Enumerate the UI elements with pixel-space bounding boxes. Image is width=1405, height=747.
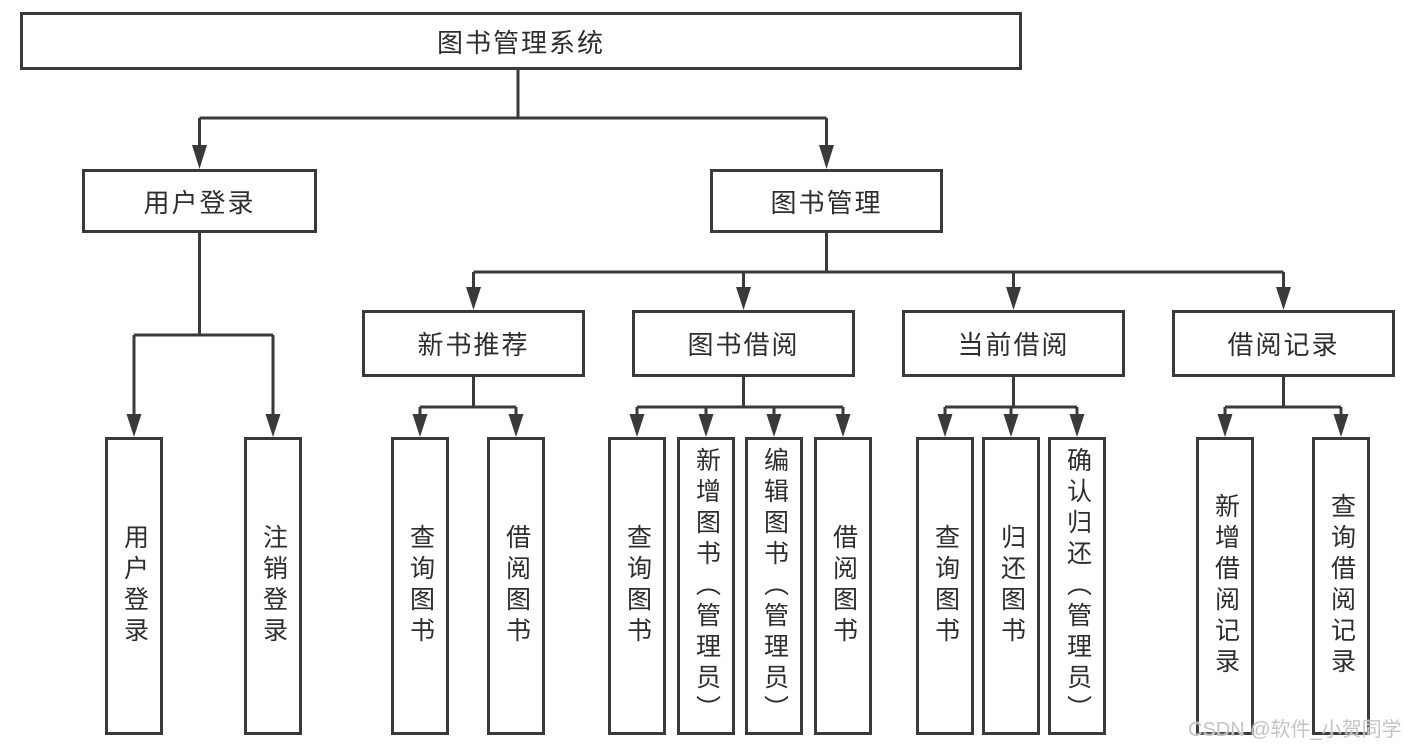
node-label: 确认归还（管理员） [1063, 446, 1092, 726]
leaf-query-borrow-record: 查询借阅记录 [1312, 437, 1370, 735]
node-label: 查询借阅记录 [1327, 493, 1356, 679]
leaf-borrow-book: 借阅图书 [814, 437, 872, 735]
arrowhead-icon [466, 287, 481, 310]
arrowhead-icon [265, 414, 281, 437]
node-user-login: 用户登录 [82, 169, 317, 233]
leaf-logout: 注销登录 [244, 437, 302, 735]
node-label: 新增图书（管理员） [692, 446, 721, 726]
node-book-borrow: 图书借阅 [632, 310, 855, 377]
node-label: 当前借阅 [957, 330, 1070, 360]
leaf-query-book-recommend: 查询图书 [391, 437, 449, 735]
node-label: 借阅记录 [1227, 330, 1340, 360]
arrowhead-icon [1069, 414, 1085, 437]
node-label: 图书借阅 [687, 330, 800, 360]
node-label: 注销登录 [259, 524, 288, 648]
arrowhead-icon [766, 414, 782, 437]
connector-book-mgmt-to-level3 [472, 233, 1285, 289]
node-label: 用户登录 [120, 524, 149, 648]
node-label: 借阅图书 [502, 524, 531, 648]
node-label: 查询图书 [623, 524, 652, 648]
node-label: 查询图书 [406, 524, 435, 648]
arrowhead-icon [1276, 287, 1291, 310]
arrowhead-icon [412, 414, 428, 437]
leaf-edit-book-admin: 编辑图书（管理员） [745, 437, 803, 735]
leaf-return-book: 归还图书 [982, 437, 1040, 735]
leaf-add-book-admin: 新增图书（管理员） [677, 437, 735, 735]
leaf-add-borrow-record: 新增借阅记录 [1196, 437, 1254, 735]
arrowhead-icon [192, 145, 207, 169]
node-label: 编辑图书（管理员） [760, 446, 789, 726]
leaf-confirm-return-admin: 确认归还（管理员） [1048, 437, 1106, 735]
node-label: 用户登录 [143, 187, 256, 218]
arrowhead-icon [835, 414, 851, 437]
arrowhead-icon [736, 287, 751, 310]
arrowhead-icon [126, 414, 142, 437]
leaf-query-book-current: 查询图书 [916, 437, 974, 735]
arrowhead-icon [819, 145, 834, 169]
arrowhead-icon [698, 414, 714, 437]
node-borrow-record: 借阅记录 [1172, 310, 1395, 377]
node-label: 图书管理系统 [436, 27, 605, 58]
leaf-user-login: 用户登录 [105, 437, 163, 735]
connector-root-to-level2 [198, 70, 828, 148]
connector-new-book-rec-to-leaves [418, 377, 518, 416]
connector-user-login-to-leaves [132, 233, 275, 416]
leaf-borrow-book-recommend: 借阅图书 [487, 437, 545, 735]
node-label: 新书推荐 [417, 330, 530, 360]
node-label: 归还图书 [997, 524, 1026, 648]
arrowhead-icon [508, 414, 524, 437]
arrowhead-icon [629, 414, 645, 437]
node-library-management-system: 图书管理系统 [20, 12, 1022, 70]
arrowhead-icon [1003, 414, 1019, 437]
node-book-management: 图书管理 [710, 169, 943, 233]
arrowhead-icon [1333, 414, 1349, 437]
connector-book-borrow-to-leaves [635, 377, 845, 416]
node-label: 新增借阅记录 [1211, 493, 1240, 679]
node-new-book-recommend: 新书推荐 [362, 310, 585, 377]
node-label: 借阅图书 [829, 524, 858, 648]
node-label: 查询图书 [931, 524, 960, 648]
connector-borrow-record-to-leaves [1223, 377, 1343, 416]
arrowhead-icon [1006, 287, 1021, 310]
node-current-borrow: 当前借阅 [902, 310, 1125, 377]
connector-current-borrow-to-leaves [943, 377, 1079, 416]
csdn-watermark: CSDN @软件_小贺同学 [1188, 719, 1402, 741]
node-label: 图书管理 [770, 187, 883, 218]
arrowhead-icon [937, 414, 953, 437]
leaf-query-book-borrow: 查询图书 [608, 437, 666, 735]
arrowhead-icon [1217, 414, 1233, 437]
